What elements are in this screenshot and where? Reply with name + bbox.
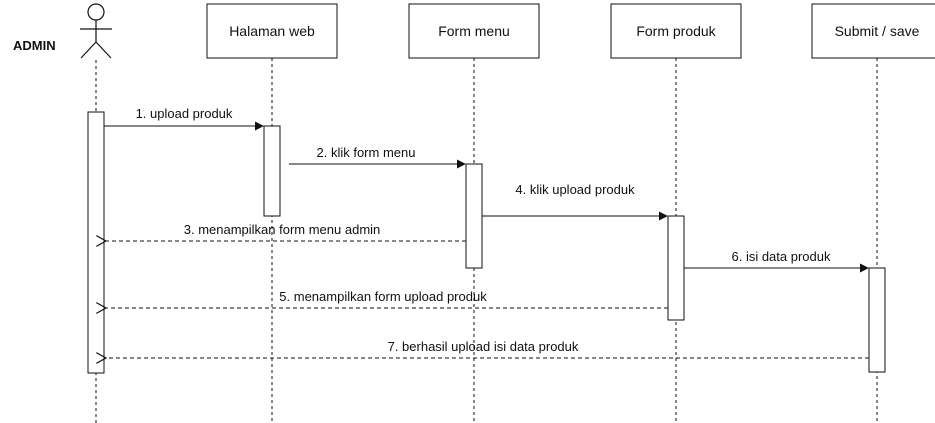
message-label-2: 2. klik form menu (317, 145, 416, 160)
message-label-6: 6. isi data produk (731, 249, 831, 264)
activation-form-menu (465, 163, 483, 269)
participant-label: Form produk (636, 23, 716, 39)
participant-form-produk: Form produk (610, 3, 742, 59)
activation-halaman-web (263, 125, 281, 217)
stick-figure-icon (80, 3, 112, 59)
activation-submit-save (868, 267, 886, 373)
activation-form-produk (667, 215, 685, 321)
activation-admin (87, 111, 105, 374)
participant-form-menu: Form menu (408, 3, 540, 59)
participant-label: Halaman web (229, 23, 315, 39)
participant-label: Submit / save (835, 23, 920, 39)
message-label-4: 4. klik upload produk (515, 182, 635, 197)
message-label-3: 3. menampilkan form menu admin (184, 222, 381, 237)
participant-halaman-web: Halaman web (206, 3, 338, 59)
participant-submit-save: Submit / save (811, 3, 935, 59)
message-label-1: 1. upload produk (136, 106, 233, 121)
message-label-5: 5. menampilkan form upload produk (279, 289, 487, 304)
actor-label: ADMIN (13, 38, 56, 53)
participant-label: Form menu (438, 23, 510, 39)
message-label-7: 7. berhasil upload isi data produk (388, 339, 579, 354)
